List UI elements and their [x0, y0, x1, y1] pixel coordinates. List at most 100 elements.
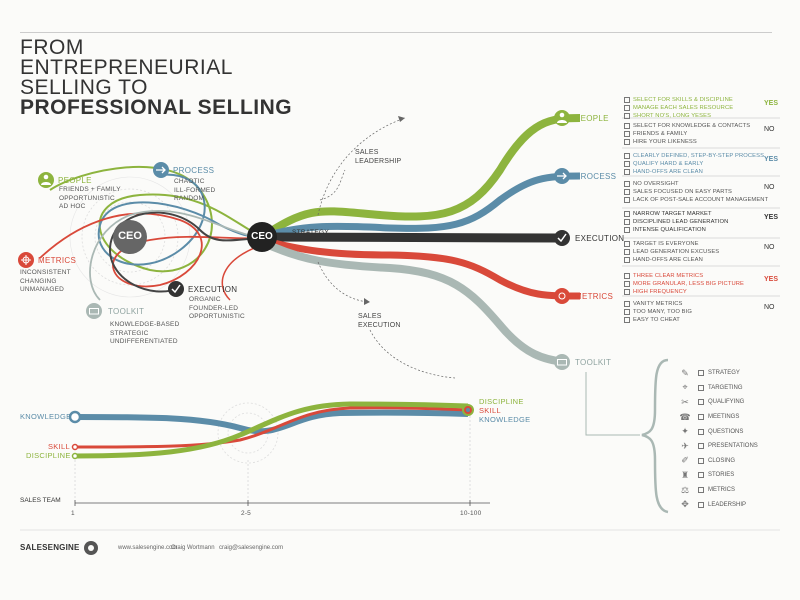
criteria-item: HIRE YOUR LIKENESS	[624, 138, 780, 146]
footer-author: Craig Wortmann	[171, 545, 215, 551]
checkbox-icon	[698, 472, 704, 479]
criteria-item-text: THREE CLEAR METRICS	[633, 273, 704, 279]
criteria-item-text: INTENSE QUALIFICATION	[633, 227, 706, 233]
left-people-desc: FRIENDS + FAMILY OPPORTUNISTIC AD HOC	[59, 186, 121, 210]
toolkit-item: ✂ QUALIFYING	[672, 395, 792, 410]
checkbox-icon	[698, 443, 704, 450]
title-line-2: ENTREPRENEURIAL	[20, 56, 233, 79]
toolkit-item: ✐ CLOSING	[672, 454, 792, 469]
toolkit-item-icon: ✈	[681, 440, 689, 451]
criteria-item: SHORT NO'S, LONG YESES	[624, 112, 780, 120]
criteria-answer: NO	[764, 244, 775, 251]
right-people-label: PEOPLE	[575, 114, 609, 123]
left-metrics-label: METRICS	[38, 256, 77, 265]
footer-website[interactable]: www.salesengine.com	[118, 545, 178, 551]
flow-execution	[261, 232, 561, 243]
toolkit-item-label: CLOSING	[708, 457, 736, 464]
checkbox-icon	[624, 139, 630, 145]
checkbox-icon	[698, 457, 704, 464]
toolkit-item-label: METRICS	[708, 487, 735, 494]
toolkit-item-icon: ☎	[679, 411, 691, 422]
title-line-3: SELLING TO	[20, 76, 148, 99]
criteria-answer: YES	[764, 156, 779, 163]
right-metrics-icon	[554, 288, 570, 304]
checkbox-icon	[698, 399, 704, 406]
toolkit-item-label: TARGETING	[708, 384, 743, 391]
dash-arc-execution	[317, 261, 369, 303]
criteria-item-text: EASY TO CHEAT	[633, 317, 680, 323]
criteria-item: THREE CLEAR METRICS	[624, 272, 780, 280]
toolkit-item-icon: ✐	[681, 455, 689, 466]
knowledge-label: KNOWLEDGE	[20, 412, 72, 421]
toolkit-item-icon: ⌖	[682, 382, 688, 393]
checkbox-icon	[698, 414, 704, 421]
toolkit-connector	[585, 372, 640, 436]
title-line-4: PROFESSIONAL SELLING	[20, 96, 293, 119]
sales-execution-label: SALES EXECUTION	[358, 313, 401, 329]
criteria-item: LEAD GENERATION EXCUSES	[624, 248, 780, 256]
toolkit-item: ✎STRATEGY	[672, 366, 792, 381]
checkbox-icon	[624, 249, 630, 255]
checkbox-icon	[624, 317, 630, 323]
criteria-item: FRIENDS & FAMILY	[624, 130, 780, 138]
toolkit-item-icon: ✦	[681, 426, 689, 437]
strategy-label: STRATEGY	[292, 229, 329, 236]
criteria-item: MORE GRANULAR, LESS BIG PICTURE	[624, 280, 780, 288]
toolkit-item-icon: ✂	[681, 396, 689, 407]
right-execution-label: EXECUTION	[575, 234, 625, 243]
ceo-right-label: CEO	[251, 231, 273, 242]
right-toolkit-icon	[554, 354, 570, 370]
left-people-label: PEOPLE	[58, 176, 92, 185]
criteria-item: MANAGE EACH SALES RESOURCE	[624, 104, 780, 112]
criteria-item: EASY TO CHEAT	[624, 316, 780, 324]
ceo-circle-right	[247, 222, 277, 252]
right-discipline-label: DISCIPLINE	[479, 397, 524, 406]
criteria-item-text: VANITY METRICS	[633, 301, 683, 307]
criteria-item: HAND-OFFS ARE CLEAN	[624, 256, 780, 264]
execution-check-icon	[168, 281, 184, 297]
checkbox-icon	[624, 153, 630, 159]
checkbox-icon	[624, 189, 630, 195]
checkbox-icon	[624, 113, 630, 119]
criteria-item: LACK OF POST-SALE ACCOUNT MANAGEMENT	[624, 196, 780, 204]
right-skill-label: SKILL	[479, 406, 501, 415]
tick-1: 1	[71, 510, 75, 517]
toolkit-item-label: PRESENTATIONS	[708, 443, 758, 450]
toolkit-item-label: MEETINGS	[708, 414, 740, 421]
tick-10-100: 10-100	[460, 510, 482, 517]
title-line-1: FROM	[20, 36, 84, 59]
checkbox-icon	[624, 105, 630, 111]
right-people-icon	[554, 110, 570, 126]
flow-process	[260, 172, 581, 241]
toolkit-item-label: QUALIFYING	[708, 399, 745, 406]
flow-toolkit	[260, 238, 566, 366]
criteria-answer: NO	[764, 184, 775, 191]
checkbox-icon	[624, 219, 630, 225]
toolkit-item-icon: ✥	[681, 499, 689, 510]
criteria-item: SELECT FOR SKILLS & DISCIPLINE	[624, 96, 780, 104]
right-process-label: PROCESS	[575, 172, 617, 181]
criteria-item-text: CLEARLY DEFINED, STEP-BY-STEP PROCESS	[633, 153, 765, 159]
criteria-answer: YES	[764, 214, 779, 221]
criteria-item-text: HAND-OFFS ARE CLEAN	[633, 257, 703, 263]
footer-email[interactable]: craig@salesengine.com	[219, 545, 284, 551]
top-rule	[20, 32, 772, 33]
criteria-item-text: MORE GRANULAR, LESS BIG PICTURE	[633, 281, 745, 287]
checkbox-icon	[624, 281, 630, 287]
criteria-item: HIGH FREQUENCY	[624, 288, 780, 296]
dash-arc-execution-2	[369, 329, 456, 379]
sales-team-label: SALES TEAM	[20, 497, 61, 504]
right-metrics-label: METRICS	[575, 292, 614, 301]
checkbox-icon	[624, 161, 630, 167]
checkbox-icon	[624, 241, 630, 247]
checkbox-icon	[624, 227, 630, 233]
criteria-answer: NO	[764, 304, 775, 311]
ceo-left-label: CEO	[118, 230, 142, 242]
checkbox-icon	[624, 301, 630, 307]
criteria-answer: NO	[764, 126, 775, 133]
discipline-label: DISCIPLINE	[26, 451, 71, 460]
